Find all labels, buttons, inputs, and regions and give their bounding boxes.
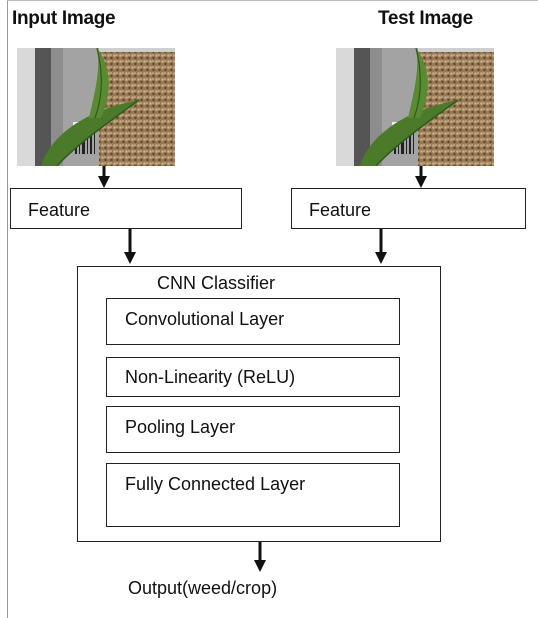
cnn-classifier-title: CNN Classifier: [157, 273, 276, 293]
test-feature-label: Feature: [309, 200, 372, 220]
relu-layer-box: Non-Linearity (ReLU): [106, 357, 400, 397]
fully-connected-layer-label: Fully Connected Layer: [125, 474, 306, 494]
test-image-heading: Test Image: [378, 8, 473, 29]
input-plant-photo: [17, 48, 175, 166]
convolutional-layer-box: Convolutional Layer: [106, 298, 400, 345]
convolutional-layer-label: Convolutional Layer: [125, 309, 285, 329]
pooling-layer-label: Pooling Layer: [125, 417, 236, 437]
pooling-layer-box: Pooling Layer: [106, 406, 400, 453]
fully-connected-layer-box: Fully Connected Layer: [106, 463, 400, 527]
output-label: Output(weed/crop): [128, 578, 278, 598]
test-feature-box: Feature: [291, 188, 526, 229]
top-frame-line: [7, 0, 538, 1]
input-feature-box: Feature: [10, 188, 242, 229]
test-plant-photo: [336, 48, 494, 166]
input-image-heading: Input Image: [12, 8, 116, 29]
relu-layer-label: Non-Linearity (ReLU): [125, 367, 296, 387]
left-frame-line: [7, 0, 8, 618]
input-feature-label: Feature: [28, 200, 91, 220]
